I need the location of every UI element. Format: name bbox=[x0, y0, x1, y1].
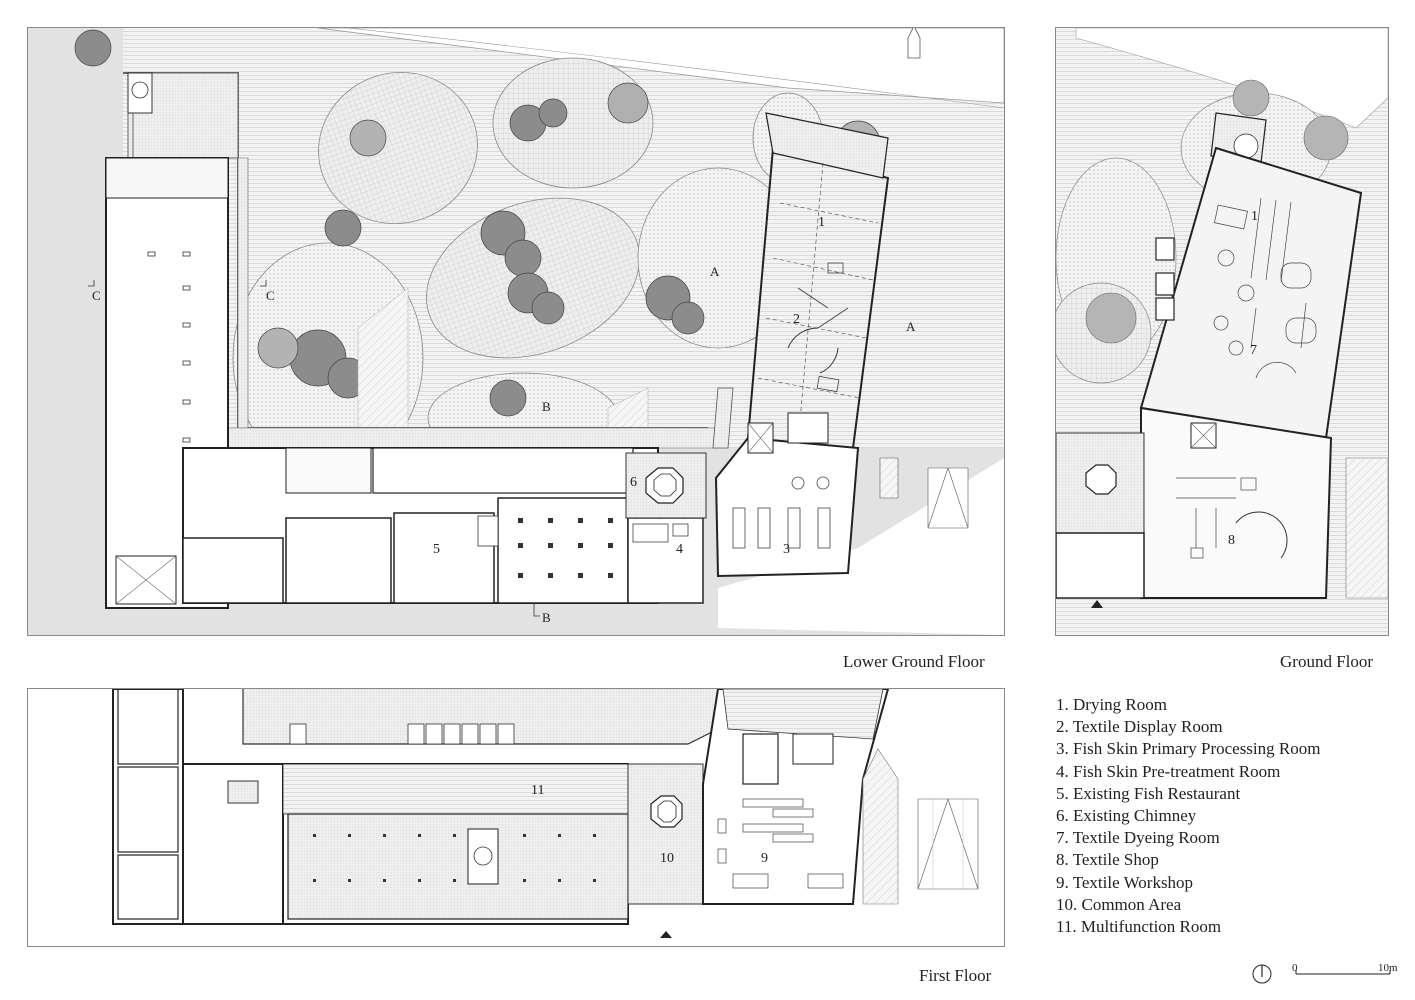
room-number-3: 3 bbox=[783, 542, 790, 557]
section-mark-c-left: C bbox=[92, 288, 101, 303]
ground-room-number-1: 1 bbox=[1251, 209, 1258, 224]
scale-start-label: 0 bbox=[1292, 962, 1298, 974]
existing-lower-buildings bbox=[182, 447, 704, 604]
ground-floor-drawing: 1 7 8 bbox=[1056, 28, 1388, 635]
legend-item: 6. Existing Chimney bbox=[1056, 806, 1197, 826]
room-number-5: 5 bbox=[433, 542, 440, 557]
legend-item: 3. Fish Skin Primary Processing Room bbox=[1056, 739, 1321, 759]
first-floor-entrance-arrow bbox=[660, 931, 672, 938]
first-room-number-11: 11 bbox=[531, 783, 544, 798]
ground-room-number-7: 7 bbox=[1250, 343, 1257, 358]
legend-item: 7. Textile Dyeing Room bbox=[1056, 828, 1220, 848]
legend-item: 10. Common Area bbox=[1056, 894, 1182, 914]
first-floor-plan: 11 10 9 bbox=[27, 688, 1005, 947]
section-mark-b-top: B bbox=[542, 399, 551, 414]
common-area bbox=[627, 763, 704, 905]
first-room-number-9: 9 bbox=[761, 851, 768, 866]
section-mark-c-right: C bbox=[266, 288, 275, 303]
legend-item: 8. Textile Shop bbox=[1056, 850, 1159, 870]
legend-item: 9. Textile Workshop bbox=[1056, 872, 1194, 892]
room-number-4: 4 bbox=[676, 542, 683, 557]
first-floor-drawing: 11 10 9 bbox=[28, 689, 1004, 946]
section-mark-a-right: A bbox=[906, 319, 916, 334]
new-textile-building bbox=[712, 112, 890, 578]
lower-ground-floor-plan: 1 2 3 4 5 6 C C A A B B bbox=[27, 27, 1005, 636]
first-floor-caption: First Floor bbox=[919, 966, 992, 985]
boat bbox=[907, 28, 921, 59]
ground-floor-caption: Ground Floor bbox=[1280, 652, 1374, 671]
legend-item: 2. Textile Display Room bbox=[1056, 717, 1223, 737]
scale-bar: 0 10m bbox=[1250, 960, 1410, 990]
legend-item: 1. Drying Room bbox=[1056, 695, 1167, 714]
room-number-1: 1 bbox=[818, 215, 825, 230]
lower-ground-drawing: 1 2 3 4 5 6 C C A A B B bbox=[28, 28, 1004, 635]
legend-item: 4. Fish Skin Pre-treatment Room bbox=[1056, 761, 1281, 781]
ground-floor-plan: 1 7 8 bbox=[1055, 27, 1389, 636]
room-number-6: 6 bbox=[630, 475, 637, 490]
scale-end-label: 10m bbox=[1378, 962, 1398, 974]
first-room-number-10: 10 bbox=[660, 851, 674, 866]
room-legend: 1. Drying Room 2. Textile Display Room 3… bbox=[1056, 694, 1320, 938]
legend-item: 11. Multifunction Room bbox=[1056, 917, 1222, 937]
ground-room-number-8: 8 bbox=[1228, 533, 1235, 548]
river bbox=[317, 28, 1004, 104]
entrance-arrow bbox=[1091, 600, 1103, 608]
legend-item: 5. Existing Fish Restaurant bbox=[1056, 783, 1241, 803]
room-number-2: 2 bbox=[793, 312, 800, 327]
chimney bbox=[645, 467, 684, 504]
lower-ground-floor-caption: Lower Ground Floor bbox=[843, 652, 985, 671]
section-mark-a-left: A bbox=[710, 264, 720, 279]
section-mark-b-bottom: B bbox=[542, 610, 551, 625]
